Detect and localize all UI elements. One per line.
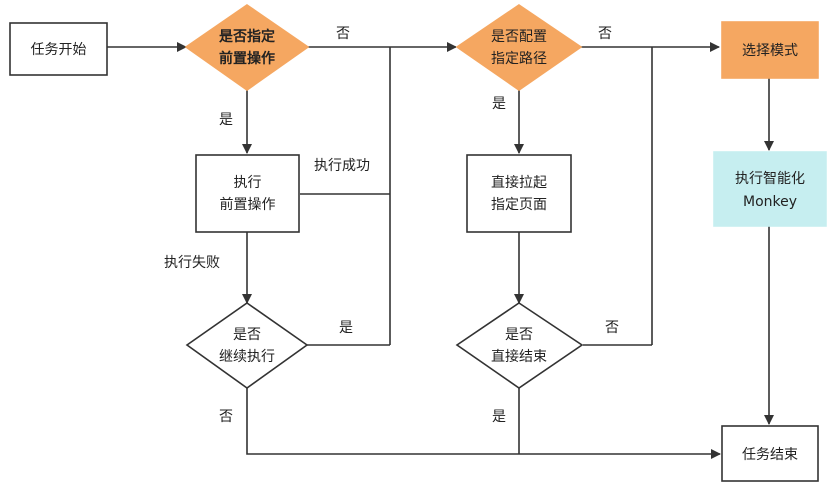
node-continue-check-line1: 是否 xyxy=(233,327,261,343)
node-task-start-text: 任务开始 xyxy=(31,42,87,58)
node-path-check: 是否配置 指定路径 xyxy=(455,4,583,91)
node-continue-check-line2: 继续执行 xyxy=(219,348,275,365)
label-path-no: 否 xyxy=(598,26,612,42)
node-exec-monkey: 执行智能化 Monkey xyxy=(713,151,827,227)
node-select-mode-text: 选择模式 xyxy=(742,43,798,59)
node-exec-monkey-line1: 执行智能化 xyxy=(735,171,805,187)
node-launch-page-line2: 指定页面 xyxy=(491,197,547,213)
node-task-end: 任务结束 xyxy=(721,425,819,482)
node-exec-pre-op: 执行 前置操作 xyxy=(195,154,300,233)
node-exec-pre-op-line2: 前置操作 xyxy=(220,196,276,213)
node-task-start: 任务开始 xyxy=(9,22,108,76)
node-pre-op-check-line2: 前置操作 xyxy=(219,50,275,67)
node-exec-monkey-line2: Monkey xyxy=(743,194,797,210)
node-path-check-line2: 指定路径 xyxy=(491,51,547,67)
node-continue-check-shape xyxy=(185,302,309,389)
node-end-check: 是否 直接结束 xyxy=(455,302,584,389)
node-launch-page-line1: 直接拉起 xyxy=(491,174,547,191)
node-launch-page-box xyxy=(466,154,572,233)
node-continue-check: 是否 继续执行 xyxy=(185,302,309,389)
node-end-check-line1: 是否 xyxy=(505,327,533,343)
node-task-start-box xyxy=(9,22,108,76)
edge-labels: 否 是 执行成功 执行失败 是 否 否 是 否 是 xyxy=(164,26,619,425)
node-end-check-line2: 直接结束 xyxy=(491,348,547,365)
node-exec-pre-op-line1: 执行 xyxy=(234,175,262,191)
label-exec-fail: 执行失败 xyxy=(164,255,220,271)
node-select-mode: 选择模式 xyxy=(721,21,819,79)
node-select-mode-box xyxy=(721,21,819,79)
node-pre-op-check-shape xyxy=(184,4,310,91)
node-task-end-box xyxy=(721,425,819,482)
label-end-no: 否 xyxy=(605,320,619,336)
label-pre-yes: 是 xyxy=(219,112,233,128)
node-end-check-shape xyxy=(455,302,584,389)
node-exec-pre-op-box xyxy=(195,154,300,233)
node-exec-monkey-box xyxy=(713,151,827,227)
label-continue-no: 否 xyxy=(219,409,233,425)
node-path-check-line1: 是否配置 xyxy=(491,29,547,45)
node-pre-op-check: 是否指定 前置操作 xyxy=(184,4,310,91)
label-end-yes: 是 xyxy=(492,409,506,425)
edge-continue-no xyxy=(246,388,721,459)
edges xyxy=(107,42,774,459)
node-task-end-text: 任务结束 xyxy=(742,447,798,463)
node-launch-page: 直接拉起 指定页面 xyxy=(466,154,572,233)
node-pre-op-check-line1: 是否指定 xyxy=(219,28,275,45)
node-path-check-shape xyxy=(455,4,583,91)
label-path-yes: 是 xyxy=(492,96,506,112)
label-exec-success: 执行成功 xyxy=(314,158,370,174)
label-continue-yes: 是 xyxy=(339,320,353,336)
label-pre-no: 否 xyxy=(336,26,350,42)
